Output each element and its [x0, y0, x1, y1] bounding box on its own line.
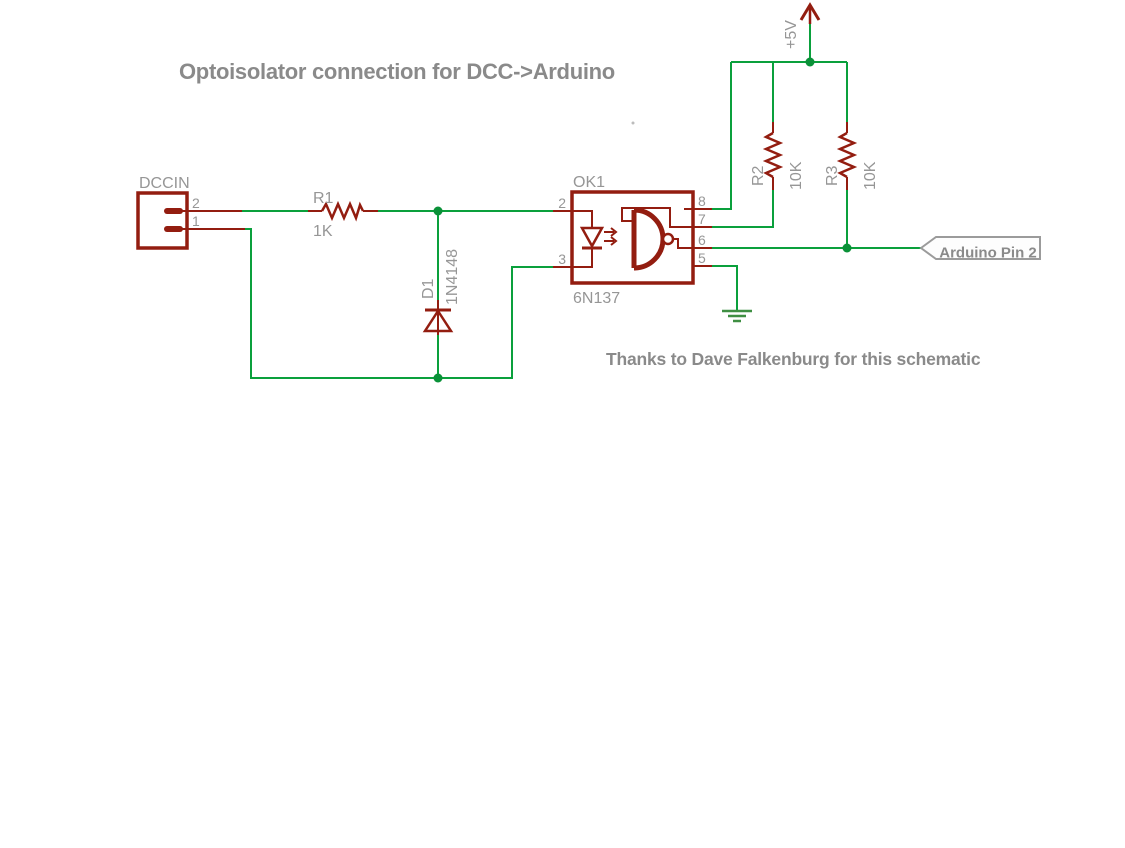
- junction-bottom: [433, 373, 443, 383]
- ok1-led-cathode-path: [572, 248, 593, 268]
- r2-value-label: 10K: [788, 161, 805, 190]
- ok1-pin6-number: 6: [698, 232, 706, 248]
- ok1-pin7-number: 7: [698, 211, 706, 227]
- power-arrow-head: [799, 2, 821, 21]
- r1-ref-label: R1: [313, 190, 334, 207]
- connector-pin1-number: 1: [192, 213, 200, 229]
- ok1-pin2-number: 2: [558, 195, 566, 211]
- power-label: +5V: [783, 20, 800, 49]
- ok1-value-label: 6N137: [573, 290, 620, 307]
- output-flag: Arduino Pin 2: [919, 236, 1041, 261]
- ok1-output-path: [673, 238, 693, 249]
- diode-d1: [422, 300, 454, 335]
- ok1-ref-label: OK1: [573, 174, 605, 191]
- power-arrow-icon: [799, 2, 821, 24]
- connector-ref-label: DCCIN: [139, 175, 190, 192]
- connector-body: [136, 191, 189, 250]
- ok1-gate-bubble: [661, 232, 675, 246]
- d1-value-label: 1N4148: [444, 249, 461, 305]
- connector-dccin: [136, 191, 245, 250]
- ok1-led-icon: [572, 210, 618, 268]
- connector-pin2-number: 2: [192, 195, 200, 211]
- junction-dots: [433, 57, 852, 383]
- r3-ref-label: R3: [824, 165, 841, 186]
- resistor-r1: [308, 200, 378, 222]
- ok1-gate-icon: [621, 207, 693, 271]
- junction-pin6-r3: [842, 243, 852, 253]
- credit-note: Thanks to Dave Falkenburg for this schem…: [606, 349, 981, 369]
- wire-pin5-to-gnd: [712, 265, 738, 311]
- r3-zigzag: [836, 131, 858, 179]
- page-title: Optoisolator connection for DCC->Arduino: [179, 59, 615, 84]
- optoisolator-ok1: [553, 190, 712, 285]
- junction-5v: [805, 57, 815, 67]
- ground-symbol: [722, 309, 752, 323]
- net-wires: [242, 24, 921, 379]
- d1-triangle: [422, 308, 454, 333]
- wire-dccin1-return: [245, 228, 553, 379]
- stray-dot: [631, 121, 635, 125]
- ok1-pin5-number: 5: [698, 250, 706, 266]
- r3-value-label: 10K: [862, 161, 879, 190]
- ok1-led-triangle: [579, 226, 605, 249]
- r1-zigzag: [320, 200, 365, 222]
- ok1-led-anode-path: [572, 210, 593, 228]
- r1-value-label: 1K: [313, 223, 333, 240]
- wire-pin7-to-r2: [712, 190, 774, 228]
- ok1-pin8-number: 8: [698, 193, 706, 209]
- output-flag-label: Arduino Pin 2: [939, 244, 1037, 261]
- ok1-enable-line: [635, 207, 693, 228]
- resistor-r3: [836, 122, 858, 190]
- ok1-pin3-number: 3: [558, 251, 566, 267]
- d1-ref-label: D1: [420, 278, 437, 299]
- ok1-arrow2-head: [610, 236, 618, 246]
- junction-r1-d1: [433, 206, 443, 216]
- r2-ref-label: R2: [750, 165, 767, 186]
- output-flag-shape: [919, 236, 1041, 260]
- wire-pin8-to-rail: [712, 62, 732, 210]
- resistor-r2: [762, 122, 784, 190]
- ok1-arrow1-head: [610, 227, 618, 237]
- r2-zigzag: [762, 131, 784, 179]
